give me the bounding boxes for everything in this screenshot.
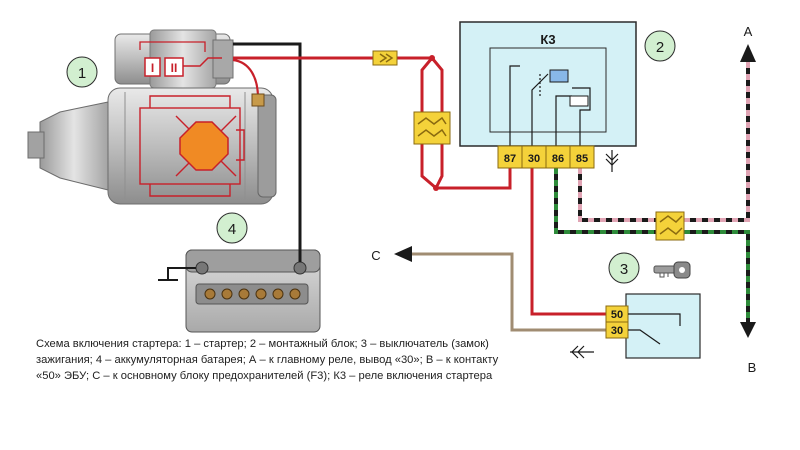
connector-symbol xyxy=(605,150,619,172)
battery-terminal-positive xyxy=(293,261,307,275)
key-icon xyxy=(653,261,691,279)
label-starter: 1 xyxy=(78,65,86,82)
starter: I II xyxy=(27,29,277,205)
badge-ignition-switch: 3 xyxy=(608,252,640,284)
solenoid-mark-2: II xyxy=(171,61,178,75)
relay-pin-30: 30 xyxy=(528,153,540,165)
relay-pin-85: 85 xyxy=(576,153,588,165)
arrow-left-icon xyxy=(394,246,412,262)
badge-starter: 1 xyxy=(66,56,98,88)
badge-battery: 4 xyxy=(216,212,248,244)
relay-pin-86: 86 xyxy=(552,153,564,165)
badge-mounting-block: 2 xyxy=(644,30,676,62)
diagram-caption: Схема включения стартера: 1 – стартер; 2… xyxy=(36,338,499,382)
fuse-connector xyxy=(413,111,451,145)
ignition-switch-body xyxy=(625,293,701,359)
battery xyxy=(185,249,321,333)
relay-pins: 87 30 86 85 xyxy=(497,145,595,169)
wire-c-to-switch30 xyxy=(410,252,610,332)
relay-name: К3 xyxy=(540,32,555,47)
drive-housing xyxy=(39,101,109,191)
label-battery: 4 xyxy=(228,221,236,238)
label-mounting-block: 2 xyxy=(656,39,664,56)
ignition-switch: 50 30 xyxy=(605,293,701,359)
switch-connector-symbol xyxy=(570,345,594,359)
battery-terminal-negative xyxy=(195,261,209,275)
relay-coil xyxy=(549,69,569,83)
solenoid-mark-1: I xyxy=(151,61,154,75)
endpoint-b: В xyxy=(748,360,757,375)
ground-symbol xyxy=(158,267,196,281)
relay-resistor xyxy=(569,95,589,107)
endpoint-c: С xyxy=(371,248,380,263)
wire-battery-positive xyxy=(233,42,302,262)
endpoint-a: А xyxy=(744,24,753,39)
switch-pin-30: 30 xyxy=(611,325,623,337)
solenoid-contact-2 xyxy=(164,57,184,77)
solenoid-contact-1 xyxy=(144,57,161,77)
label-ignition-switch: 3 xyxy=(620,261,628,278)
rotor-highlight xyxy=(179,121,229,171)
relay-body xyxy=(489,47,607,133)
relay-pin-87: 87 xyxy=(504,153,516,165)
mounting-block: К3 xyxy=(459,21,637,147)
arrow-down-icon xyxy=(740,322,756,338)
inline-connector xyxy=(372,50,398,66)
wire-relay30-to-switch50 xyxy=(530,168,610,316)
signal-connector xyxy=(655,211,685,241)
arrow-up-icon xyxy=(740,44,756,62)
switch-pin-50: 50 xyxy=(611,309,623,321)
